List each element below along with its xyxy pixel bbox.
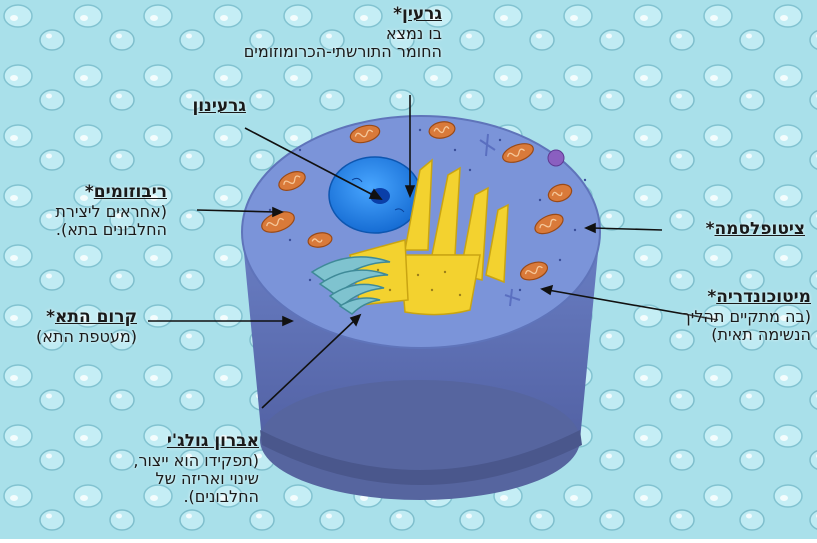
ribosomes-star: * bbox=[85, 182, 94, 202]
nucleus-title: גרעין bbox=[402, 4, 442, 24]
mitochondria-star: * bbox=[707, 287, 716, 307]
membrane-title: קרום התא bbox=[55, 307, 137, 327]
cytoplasm-title: ציטופלסמה bbox=[715, 219, 806, 239]
nucleolus-label: גרעינון bbox=[192, 97, 246, 117]
mitochondria-title: מיטוכונדריה bbox=[716, 287, 811, 307]
mitochondria-desc-line-2: הנשימה תאית) bbox=[682, 326, 811, 344]
golgi-desc-line-3: החלבונים). bbox=[133, 488, 259, 506]
mitochondria-label: מיטוכונדריה* (בה מתקיים תהליך הנשימה תאי… bbox=[682, 288, 811, 344]
membrane-desc-line-1: (מעטפת התא) bbox=[36, 328, 137, 346]
ribosomes-desc-line-1: (אחראים ליצירת bbox=[55, 203, 167, 221]
golgi-desc-line-1: (תפקידו הוא ייצור, bbox=[133, 452, 259, 470]
nucleus-star: * bbox=[393, 4, 402, 24]
membrane-label: קרום התא* (מעטפת התא) bbox=[36, 308, 137, 346]
ribosomes-label: ריבוזומים* (אחראים ליצירת החלבונים בתא). bbox=[55, 183, 167, 239]
nucleus-desc-line-1: בו נמצא bbox=[244, 25, 442, 43]
ribosomes-title: ריבוזומים bbox=[94, 182, 167, 202]
golgi-desc-line-2: שינוי ואריזה של bbox=[133, 470, 259, 488]
lysosome-shape bbox=[548, 150, 564, 166]
membrane-star: * bbox=[46, 307, 55, 327]
golgi-label: אברון גולג'י (תפקידו הוא ייצור, שינוי וא… bbox=[133, 432, 259, 507]
nucleus-label: גרעין* בו נמצא החומר התורשתי-הכרומוזומים bbox=[244, 5, 442, 61]
golgi-title: אברון גולג'י bbox=[167, 431, 259, 451]
mitochondria-desc-line-1: (בה מתקיים תהליך bbox=[682, 308, 811, 326]
ribosomes-desc-line-2: החלבונים בתא). bbox=[55, 221, 167, 239]
cytoplasm-star: * bbox=[706, 219, 715, 239]
nucleolus-title: גרעינון bbox=[192, 96, 246, 116]
cytoplasm-label: ציטופלסמה* bbox=[706, 220, 805, 240]
nucleus-desc-line-2: החומר התורשתי-הכרומוזומים bbox=[244, 43, 442, 61]
